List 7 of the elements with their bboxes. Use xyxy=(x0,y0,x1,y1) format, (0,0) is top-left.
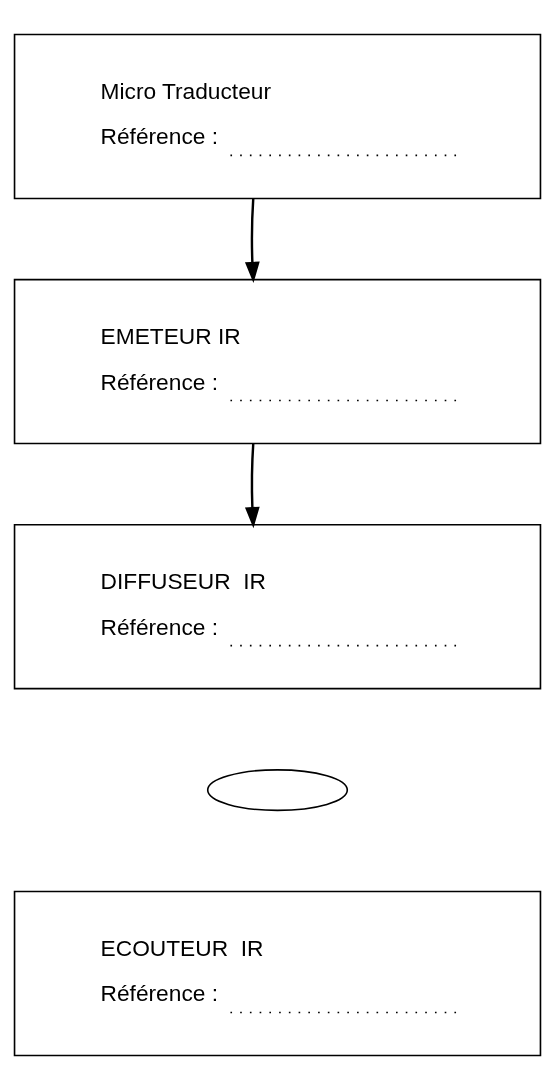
node-box: Micro Traducteur Référence : xyxy=(13,33,542,200)
node-box: EMETEUR IR Référence : xyxy=(13,278,542,445)
node-box: DIFFUSEUR IR Référence : xyxy=(13,523,542,690)
arrow xyxy=(244,443,260,529)
arrow xyxy=(244,198,260,284)
node-arc xyxy=(206,769,349,812)
node-box: ECOUTEUR IR Référence : xyxy=(13,890,542,1057)
